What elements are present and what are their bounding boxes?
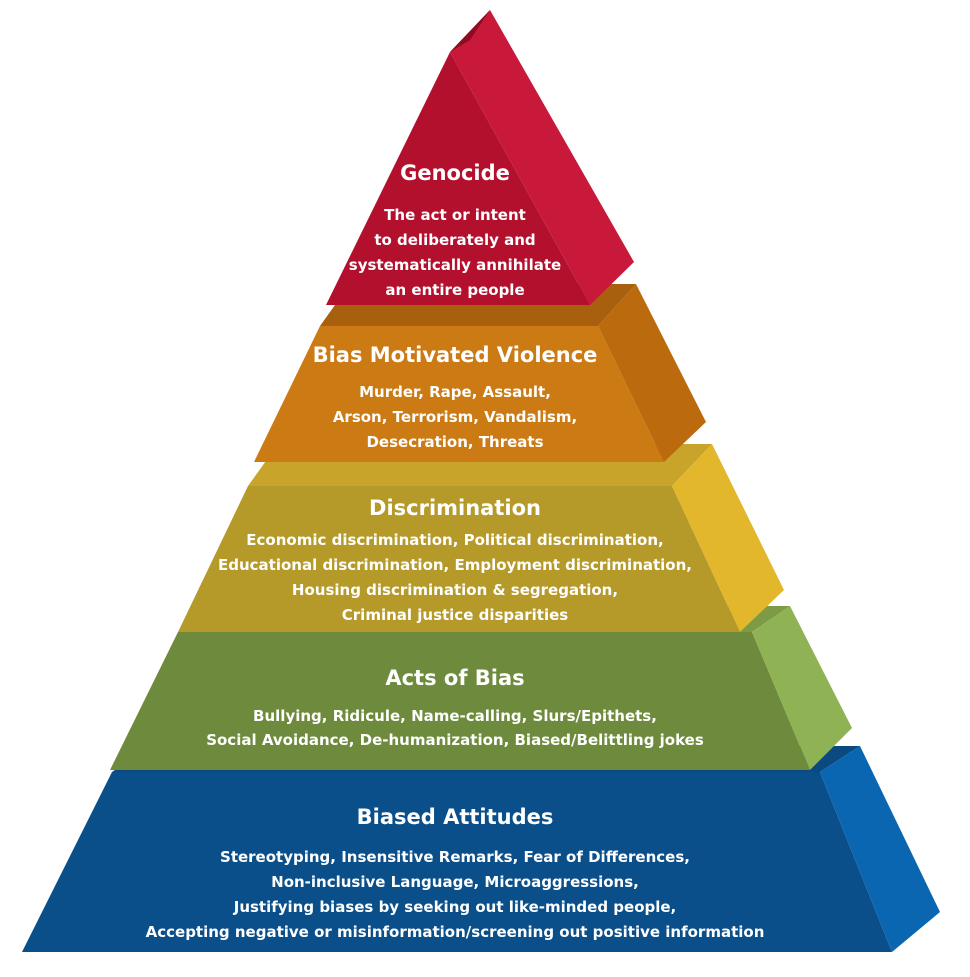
- tier-2-title: Bias Motivated Violence: [313, 343, 598, 367]
- tier-1-line-2: to deliberately and: [374, 231, 535, 249]
- tier-5-title: Biased Attitudes: [357, 805, 554, 829]
- tier-3-side-face: [672, 444, 784, 632]
- tier-bias-motivated-violence: Bias Motivated Violence Murder, Rape, As…: [254, 284, 706, 462]
- tier-3-line-1: Economic discrimination, Political discr…: [246, 531, 663, 549]
- tier-3-line-2: Educational discrimination, Employment d…: [218, 556, 692, 574]
- tier-4-line-1: Bullying, Ridicule, Name-calling, Slurs/…: [253, 707, 657, 725]
- tier-3-front-face: [178, 486, 740, 632]
- tier-1-side-face: [450, 10, 634, 305]
- tier-1-line-3: systematically annihilate: [349, 256, 561, 274]
- tier-5-line-4: Accepting negative or misinformation/scr…: [146, 923, 765, 941]
- tier-1-top-ridge: [450, 10, 490, 52]
- tier-5-front-face: [22, 772, 892, 952]
- tier-3-title: Discrimination: [369, 496, 541, 520]
- tier-1-front-face: [326, 52, 590, 305]
- tier-1-title: Genocide: [400, 161, 510, 185]
- tier-3-line-3: Housing discrimination & segregation,: [292, 581, 618, 599]
- tier-5-side-face: [820, 746, 940, 952]
- tier-1-line-1: The act or intent: [384, 206, 526, 224]
- tier-2-line-1: Murder, Rape, Assault,: [359, 383, 551, 401]
- tier-4-line-2: Social Avoidance, De-humanization, Biase…: [206, 731, 704, 749]
- tier-4-front-face: [110, 632, 810, 770]
- tier-5-line-2: Non-inclusive Language, Microaggressions…: [271, 873, 639, 891]
- tier-5-line-1: Stereotyping, Insensitive Remarks, Fear …: [220, 848, 690, 866]
- tier-1-line-4: an entire people: [385, 281, 524, 299]
- tier-3-line-4: Criminal justice disparities: [342, 606, 569, 624]
- tier-4-title: Acts of Bias: [385, 666, 524, 690]
- tier-2-line-3: Desecration, Threats: [366, 433, 543, 451]
- tier-2-front-face: [254, 326, 664, 462]
- tier-4-side-face: [752, 606, 852, 770]
- tier-2-line-2: Arson, Terrorism, Vandalism,: [333, 408, 577, 426]
- tier-discrimination: Discrimination Economic discrimination, …: [178, 444, 784, 632]
- tier-5-line-3: Justifying biases by seeking out like-mi…: [233, 898, 677, 916]
- tier-genocide: Genocide The act or intent to deliberate…: [326, 10, 634, 305]
- tier-2-side-face: [598, 284, 706, 462]
- tier-biased-attitudes: Biased Attitudes Stereotyping, Insensiti…: [22, 746, 940, 952]
